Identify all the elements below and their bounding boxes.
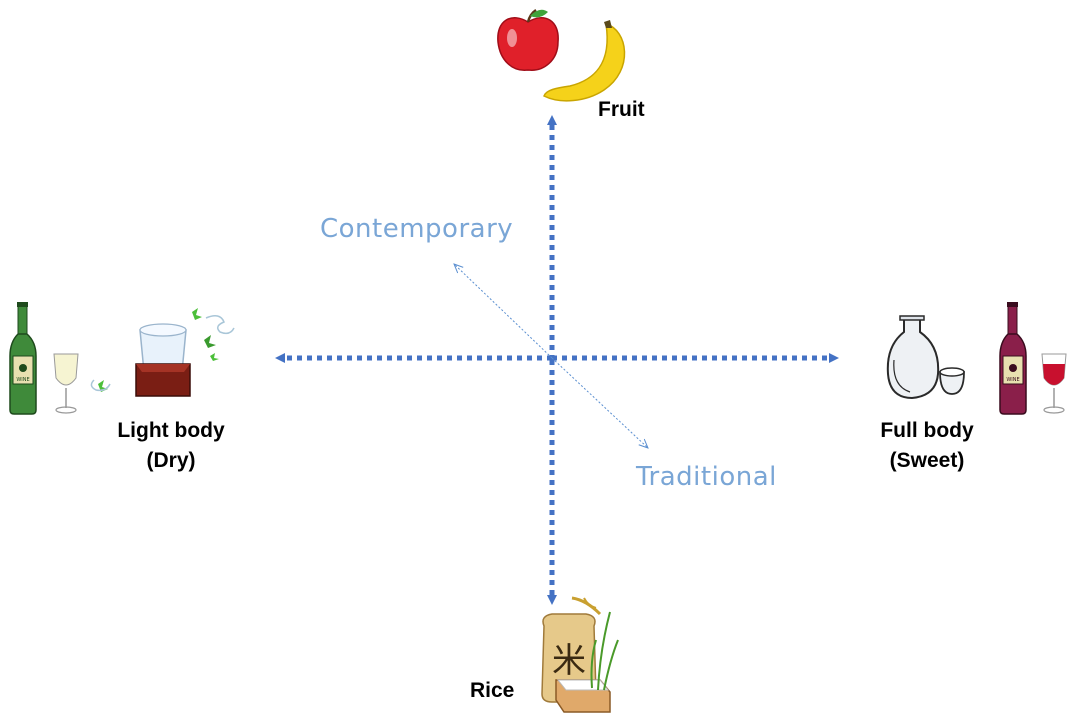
diagonal-axis — [454, 264, 648, 448]
diagonal-label-contemporary: Contemporary — [320, 214, 514, 244]
masu-sake-cup-icon — [135, 323, 191, 397]
axis-label-full-body: Full body (Sweet) — [852, 416, 1002, 476]
axis-label-fruit: Fruit — [598, 98, 645, 121]
svg-text:WINE: WINE — [1006, 377, 1019, 383]
rice-box-icon — [555, 679, 611, 713]
white-wine-bottle-icon: WINE — [9, 302, 37, 415]
svg-text:WINE: WINE — [16, 377, 29, 383]
white-wine-glass-icon — [53, 353, 79, 414]
sake-flask-icon — [886, 315, 940, 400]
axis-label-light-body-line2: (Dry) — [146, 449, 196, 472]
axis-label-rice: Rice — [470, 679, 515, 702]
red-wine-bottle-icon: WINE — [999, 302, 1027, 415]
banana-icon — [543, 20, 626, 102]
apple-icon — [497, 8, 559, 71]
leaf-icon — [90, 308, 235, 392]
axis-label-full-body-line1: Full body — [880, 419, 974, 442]
rice-plant-icon — [571, 596, 619, 691]
axis-label-light-body-line1: Light body — [117, 419, 225, 442]
diagonal-label-traditional: Traditional — [636, 462, 777, 492]
sake-cup-icon — [939, 367, 965, 395]
axis-label-full-body-line2: (Sweet) — [889, 449, 965, 472]
svg-text:米: 米 — [552, 641, 586, 681]
axis-label-light-body: Light body (Dry) — [96, 416, 246, 476]
red-wine-glass-icon — [1041, 353, 1067, 414]
